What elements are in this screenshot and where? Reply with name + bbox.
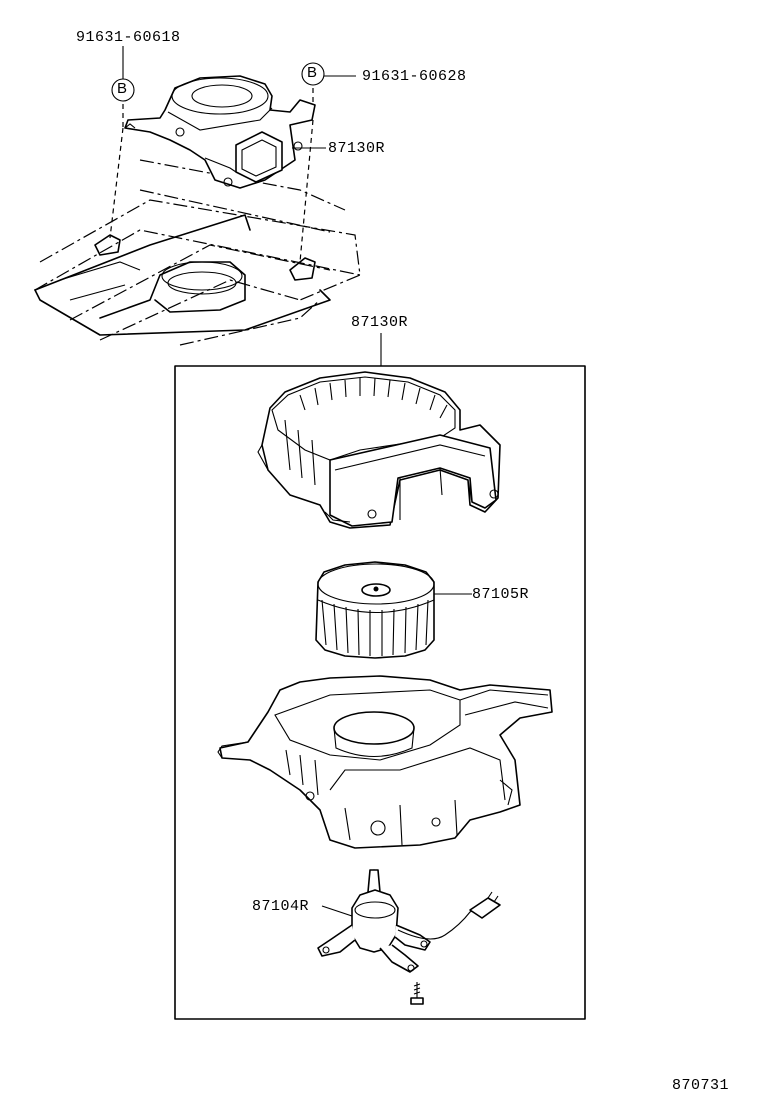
marker-b-right-circle (301, 62, 325, 86)
part-number-motor: 87104R (252, 898, 310, 915)
lower-blower-case (217, 675, 553, 849)
assembly-frame (174, 365, 586, 1020)
marker-b-right: B (307, 64, 318, 81)
part-number-fan: 87105R (472, 586, 530, 603)
part-number-screw-left: 91631-60618 (76, 29, 181, 46)
vehicle-body-panel (34, 159, 361, 346)
part-number-blower-assy-top: 87130R (328, 140, 386, 157)
figure-code: 870731 (672, 1077, 730, 1094)
upper-blower-case (257, 371, 501, 529)
marker-b-left: B (117, 80, 128, 97)
motor-screw (410, 982, 424, 1005)
part-number-screw-right: 91631-60628 (362, 68, 467, 85)
installed-blower-unit (124, 75, 316, 189)
blower-motor (317, 869, 501, 973)
blower-fan (315, 561, 435, 659)
part-number-blower-assy-box: 87130R (351, 314, 409, 331)
